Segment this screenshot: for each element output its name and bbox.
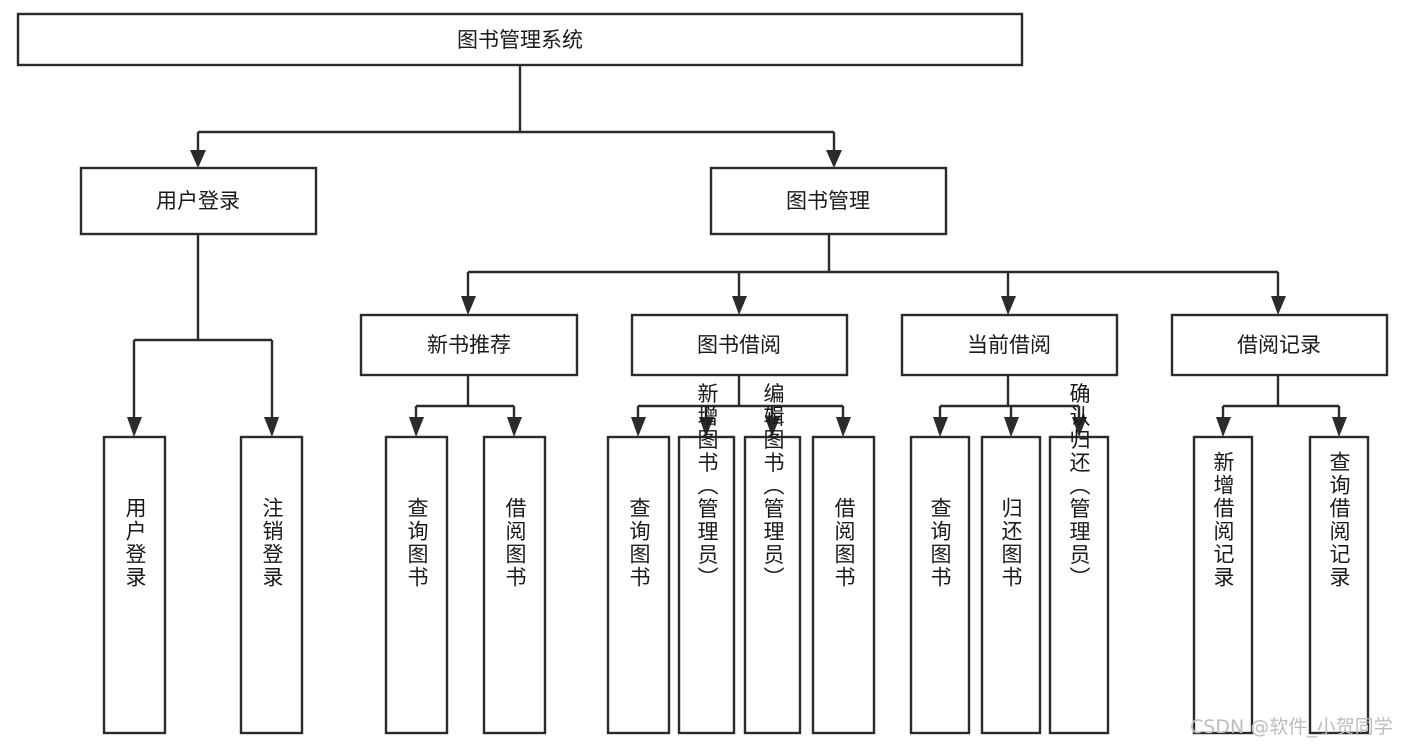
node-box-leaf-add-borrow-rec xyxy=(1192,435,1254,735)
node-label-book-manage: 图书管理 xyxy=(786,189,870,213)
node-leaf-add-book-admin[interactable]: 新增图书（管理员） xyxy=(677,383,736,735)
arrow-head-book-manage xyxy=(826,150,842,168)
arrow-head-leaf-query-book-bor xyxy=(631,417,646,437)
arrow-head-leaf-add-book-admin xyxy=(699,417,714,437)
arrow-head-current-borrow xyxy=(1001,296,1016,315)
node-new-book-recommend[interactable]: 新书推荐 xyxy=(359,313,579,377)
node-label-leaf-add-book-admin: 新增图书（管理员） xyxy=(695,383,719,590)
node-label-book-borrow: 图书借阅 xyxy=(697,333,781,357)
arrow-head-leaf-borrow-book-bor xyxy=(836,417,851,437)
node-borrow-record[interactable]: 借阅记录 xyxy=(1170,313,1389,377)
node-label-leaf-confirm-return: 确认归还（管理员） xyxy=(1067,383,1091,590)
node-leaf-confirm-return[interactable]: 确认归还（管理员） xyxy=(1048,383,1110,735)
node-label-current-borrow: 当前借阅 xyxy=(967,333,1051,357)
node-label-borrow-record: 借阅记录 xyxy=(1237,333,1321,357)
arrow-head-leaf-edit-book-admin xyxy=(765,417,780,437)
arrow-head-book-borrow xyxy=(732,296,747,315)
node-label-leaf-return-book: 归还图书 xyxy=(999,497,1023,589)
node-box-new-book-recommend xyxy=(359,313,579,377)
arrow-head-leaf-user-login xyxy=(127,417,142,437)
node-leaf-add-borrow-rec[interactable]: 新增借阅记录 xyxy=(1192,435,1254,735)
node-box-current-borrow xyxy=(900,313,1119,377)
node-box-leaf-query-book-bor xyxy=(606,435,671,735)
arrow-head-leaf-query-book-rec xyxy=(409,417,424,437)
arrow-head-leaf-query-book-cur xyxy=(933,417,948,437)
node-leaf-return-book[interactable]: 归还图书 xyxy=(980,435,1042,735)
node-box-leaf-query-borrow-rec xyxy=(1308,435,1370,735)
arrow-head-leaf-confirm-return xyxy=(1072,417,1087,437)
node-label-leaf-query-book-bor: 查询图书 xyxy=(627,497,651,589)
node-current-borrow[interactable]: 当前借阅 xyxy=(900,313,1119,377)
node-box-user-login xyxy=(79,166,318,236)
node-leaf-query-book-cur[interactable]: 查询图书 xyxy=(909,435,971,735)
node-box-leaf-borrow-book-rec xyxy=(482,435,547,735)
node-label-leaf-user-logout: 注销登录 xyxy=(260,497,284,589)
node-label-leaf-borrow-book-bor: 借阅图书 xyxy=(832,497,856,589)
node-box-leaf-user-login xyxy=(102,435,167,735)
node-box-leaf-return-book xyxy=(980,435,1042,735)
node-label-leaf-user-login: 用户登录 xyxy=(123,497,147,589)
node-box-leaf-query-book-rec xyxy=(384,435,449,735)
arrow-head-leaf-user-logout xyxy=(264,417,279,437)
node-leaf-edit-book-admin[interactable]: 编辑图书（管理员） xyxy=(743,383,802,735)
node-label-leaf-query-borrow-rec: 查询借阅记录 xyxy=(1327,451,1351,589)
node-system-root[interactable]: 图书管理系统 xyxy=(16,12,1024,67)
node-book-manage[interactable]: 图书管理 xyxy=(709,166,948,236)
node-leaf-user-logout[interactable]: 注销登录 xyxy=(239,435,304,735)
node-box-book-borrow xyxy=(630,313,849,377)
node-leaf-query-book-bor[interactable]: 查询图书 xyxy=(606,435,671,735)
arrow-head-leaf-return-book xyxy=(1004,417,1019,437)
node-label-new-book-recommend: 新书推荐 xyxy=(427,333,511,357)
node-box-leaf-borrow-book-bor xyxy=(811,435,876,735)
node-box-leaf-query-book-cur xyxy=(909,435,971,735)
node-user-login[interactable]: 用户登录 xyxy=(79,166,318,236)
node-label-leaf-borrow-book-rec: 借阅图书 xyxy=(503,497,527,589)
node-box-leaf-add-book-admin xyxy=(677,435,736,735)
node-leaf-user-login[interactable]: 用户登录 xyxy=(102,435,167,735)
arrow-head-leaf-query-borrow-rec xyxy=(1332,417,1347,437)
arrow-head-user-login xyxy=(190,150,206,168)
node-label-leaf-add-borrow-rec: 新增借阅记录 xyxy=(1211,451,1235,589)
node-box-leaf-user-logout xyxy=(239,435,304,735)
node-box-system-root xyxy=(16,12,1024,67)
arrow-head-leaf-add-borrow-rec xyxy=(1216,417,1231,437)
node-box-borrow-record xyxy=(1170,313,1389,377)
csdn-watermark: CSDN @软件_小贺同学 xyxy=(1190,716,1393,738)
node-box-leaf-edit-book-admin xyxy=(743,435,802,735)
node-box-leaf-confirm-return xyxy=(1048,435,1110,735)
node-box-book-manage xyxy=(709,166,948,236)
node-leaf-query-book-rec[interactable]: 查询图书 xyxy=(384,435,449,735)
connector-group xyxy=(127,65,1347,437)
node-leaf-query-borrow-rec[interactable]: 查询借阅记录 xyxy=(1308,435,1370,735)
node-label-leaf-query-book-rec: 查询图书 xyxy=(405,497,429,589)
node-leaf-borrow-book-bor[interactable]: 借阅图书 xyxy=(811,435,876,735)
node-label-system-root: 图书管理系统 xyxy=(457,28,583,52)
arrow-head-leaf-borrow-book-rec xyxy=(507,417,522,437)
node-label-leaf-edit-book-admin: 编辑图书（管理员） xyxy=(761,383,785,590)
node-label-leaf-query-book-cur: 查询图书 xyxy=(928,497,952,589)
node-book-borrow[interactable]: 图书借阅 xyxy=(630,313,849,377)
node-leaf-borrow-book-rec[interactable]: 借阅图书 xyxy=(482,435,547,735)
node-label-user-login: 用户登录 xyxy=(156,189,240,213)
arrow-head-new-book-recommend xyxy=(461,296,476,315)
arrow-head-borrow-record xyxy=(1271,296,1286,315)
